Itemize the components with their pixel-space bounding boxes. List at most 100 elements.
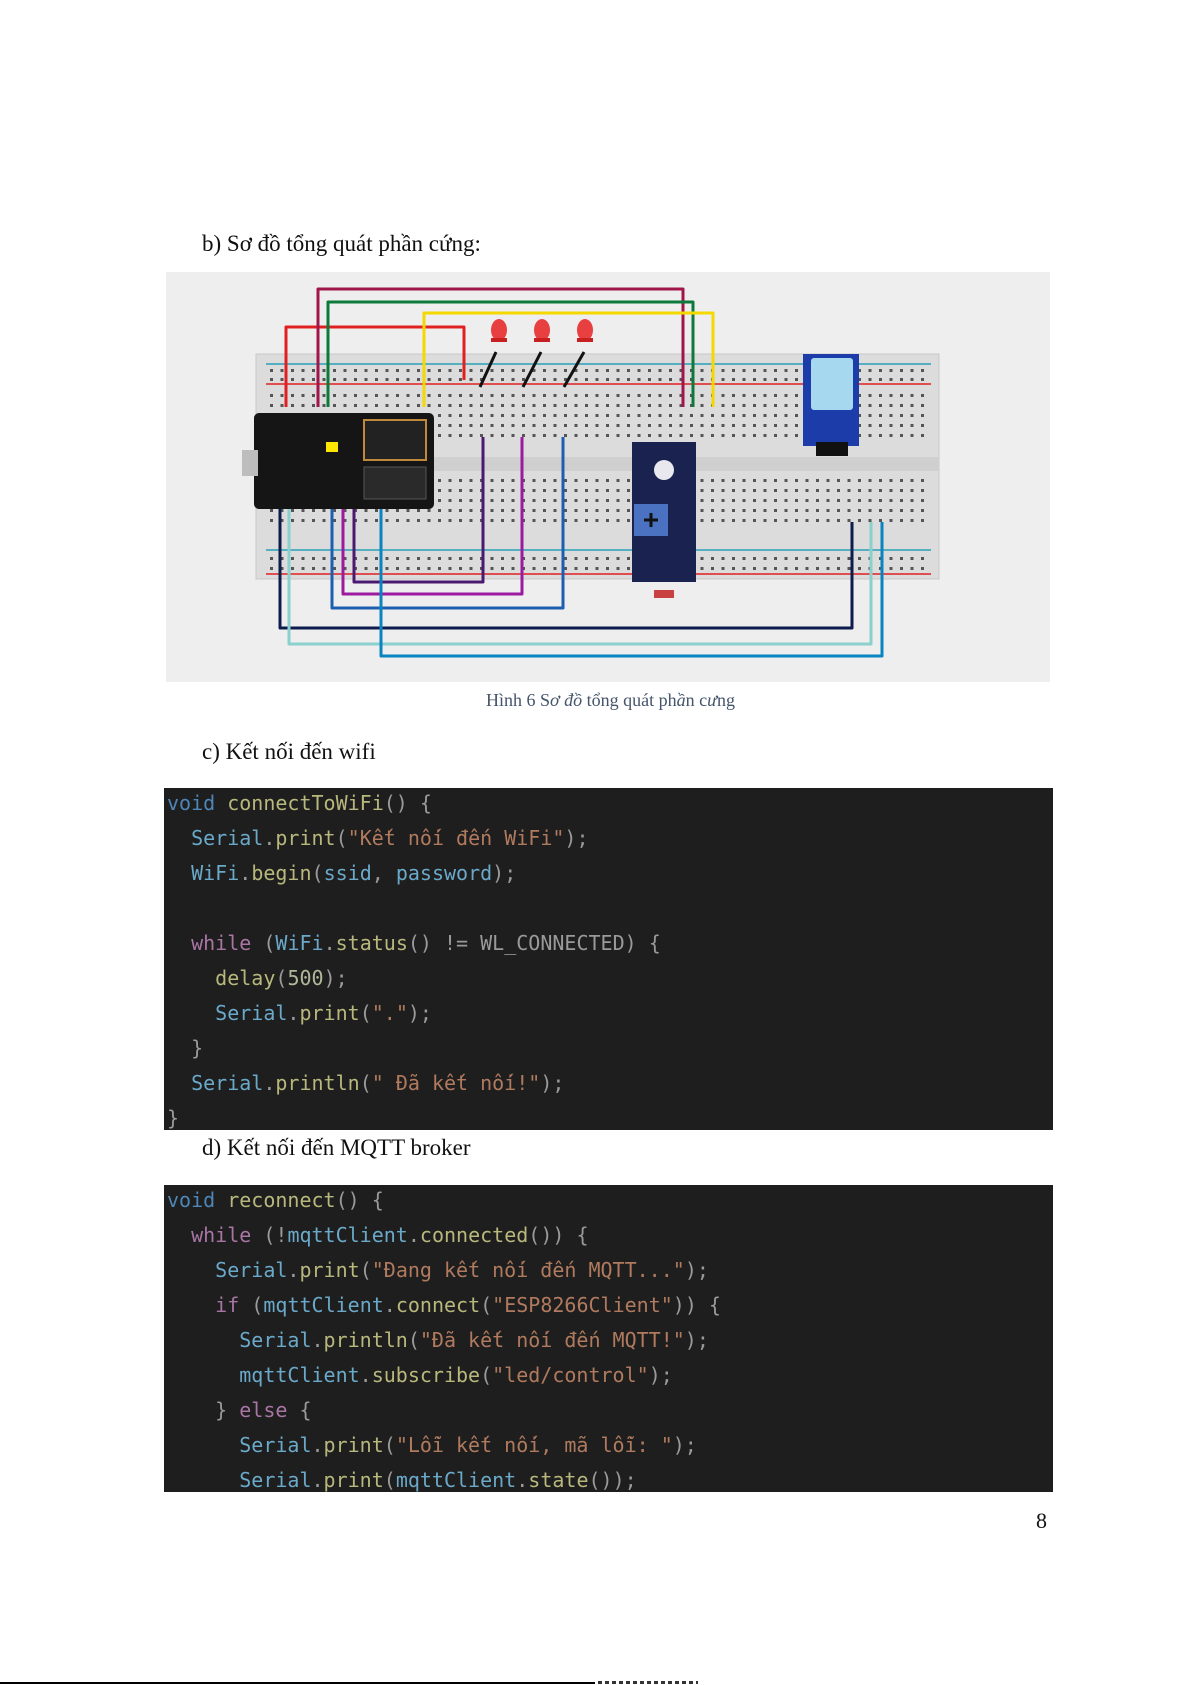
breadboard-hole (595, 434, 599, 437)
breadboard-hole (795, 404, 798, 407)
breadboard-hole (658, 369, 662, 372)
breadboard-hole (889, 369, 893, 372)
breadboard-hole (480, 424, 483, 427)
breadboard-hole (784, 489, 788, 492)
breadboard-hole (753, 404, 756, 407)
breadboard-hole (438, 479, 441, 482)
code-line: WiFi.begin(ssid, password); (164, 858, 1053, 893)
breadboard-hole (858, 519, 861, 522)
breadboard-hole (375, 567, 378, 570)
code-token: connected (419, 1223, 529, 1247)
breadboard-hole (627, 519, 630, 522)
breadboard-hole (900, 567, 903, 570)
breadboard-hole (616, 369, 620, 372)
code-token: begin (251, 861, 312, 885)
code-token: password (395, 861, 493, 885)
code-token: ); (407, 1001, 432, 1025)
breadboard-hole (774, 499, 777, 502)
breadboard-hole (910, 567, 914, 570)
breadboard-hole (501, 404, 504, 407)
breadboard-hole (826, 489, 830, 492)
section-heading-mqtt: d) Kết nối đến MQTT broker (202, 1135, 471, 1160)
breadboard-hole (333, 404, 336, 407)
breadboard-hole (564, 434, 567, 437)
breadboard-hole (900, 369, 903, 372)
page-number: 8 (1036, 1508, 1047, 1533)
breadboard-hole (774, 378, 777, 381)
breadboard-hole (543, 394, 546, 397)
breadboard-hole (375, 519, 378, 522)
breadboard-hole (270, 509, 273, 512)
breadboard-hole (543, 414, 546, 417)
code-token: mqttClient (263, 1293, 384, 1317)
breadboard-hole (847, 499, 851, 502)
breadboard-hole (396, 378, 399, 381)
code-line: Serial.print("."); (164, 998, 1053, 1033)
breadboard-hole (301, 404, 305, 407)
breadboard-hole (480, 378, 483, 381)
hardware-diagram-figure (166, 272, 1050, 682)
breadboard-hole (564, 567, 567, 570)
code-token: ); (672, 1433, 697, 1457)
breadboard-hole (406, 519, 410, 522)
breadboard-hole (532, 378, 536, 381)
red-led-2 (534, 319, 550, 342)
breadboard-hole (595, 557, 599, 560)
breadboard-hole (732, 509, 735, 512)
breadboard-hole (700, 369, 704, 372)
breadboard-hole (795, 424, 798, 427)
breadboard-hole (322, 369, 326, 372)
breadboard-hole (910, 489, 914, 492)
code-token: ( (359, 1258, 372, 1282)
breadboard-hole (606, 434, 609, 437)
breadboard-hole (406, 557, 410, 560)
breadboard-hole (469, 567, 473, 570)
code-line: Serial.print("Kết nối đến WiFi"); (164, 823, 1053, 858)
breadboard-hole (490, 434, 494, 437)
code-token: ( (359, 1001, 372, 1025)
breadboard-hole (658, 404, 662, 407)
breadboard-hole (679, 434, 683, 437)
breadboard-hole (721, 404, 725, 407)
code-token: delay (215, 966, 276, 990)
code-token: ); (540, 1071, 565, 1095)
caption-text: ng (716, 690, 735, 710)
breadboard-hole (837, 557, 840, 560)
breadboard-hole (501, 499, 504, 502)
breadboard-hole (753, 414, 756, 417)
code-token (167, 1468, 239, 1492)
code-token: connect (395, 1293, 481, 1317)
breadboard-hole (627, 567, 630, 570)
breadboard-hole (448, 499, 452, 502)
wire-led3 (562, 351, 586, 388)
breadboard-hole (868, 414, 872, 417)
code-token: . (287, 1001, 300, 1025)
breadboard-hole (784, 378, 788, 381)
breadboard-hole (847, 509, 851, 512)
breadboard-hole (448, 509, 452, 512)
breadboard-hole (721, 557, 725, 560)
breadboard-hole (742, 394, 746, 397)
breadboard-hole (448, 378, 452, 381)
code-token: ( (383, 1433, 396, 1457)
breadboard-hole (742, 434, 746, 437)
breadboard-hole (490, 489, 494, 492)
breadboard-hole (784, 369, 788, 372)
breadboard-hole (427, 519, 431, 522)
code-block-reconnect-mqtt: void reconnect() { while (!mqttClient.co… (164, 1185, 1053, 1492)
wire-led2 (521, 351, 543, 388)
breadboard-hole (900, 424, 903, 427)
breadboard-hole (753, 479, 756, 482)
code-token: } (167, 1036, 204, 1060)
breadboard-hole (637, 394, 641, 397)
breadboard-hole (732, 557, 735, 560)
caption-text: n c (685, 690, 708, 710)
wire-lightblue (287, 502, 873, 646)
breadboard-hole (291, 519, 294, 522)
breadboard-hole (784, 394, 788, 397)
breadboard-hole (900, 378, 903, 381)
code-line: while (!mqttClient.connected()) { (164, 1220, 1053, 1255)
breadboard-hole (879, 489, 882, 492)
breadboard-hole (543, 519, 546, 522)
breadboard-hole (543, 424, 546, 427)
